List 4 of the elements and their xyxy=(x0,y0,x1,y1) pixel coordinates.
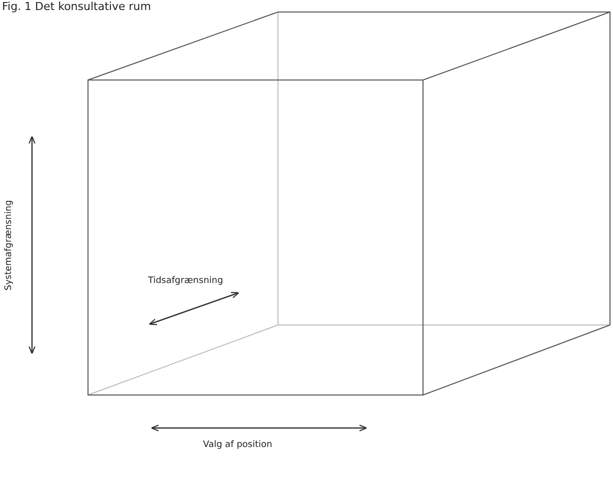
axis-label: Tidsafgrænsning xyxy=(148,276,224,286)
axis-label: Valg af position xyxy=(203,440,272,450)
axis-label: Systemafgrænsning xyxy=(4,200,14,291)
figure-title: Fig. 1 Det konsultative rum xyxy=(2,0,151,13)
